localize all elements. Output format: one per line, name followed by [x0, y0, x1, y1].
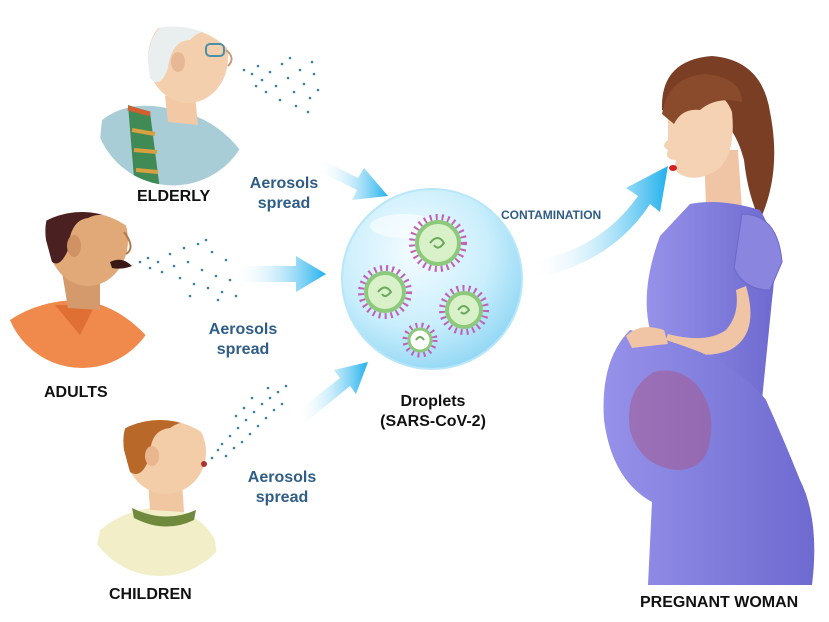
droplet-sphere — [341, 188, 523, 370]
pregnant-woman-label: PREGNANT WOMAN — [640, 594, 799, 611]
adult-aerosol-dots — [138, 238, 238, 302]
sars-cov-2-word: (SARS-CoV-2) — [380, 413, 486, 430]
droplets-word: Droplets — [400, 393, 466, 410]
virus-particle-4 — [402, 322, 438, 358]
aerosols-spread-label-elderly: Aerosols spread — [244, 174, 324, 214]
elderly-aerosol-dots — [242, 56, 320, 114]
arrow-droplets-to-pregnant — [530, 166, 668, 278]
child-aerosol-dots — [210, 384, 288, 460]
contamination-label: CONTAMINATION — [501, 208, 602, 222]
virus-particle-3 — [439, 285, 489, 335]
spread-word: spread — [216, 341, 270, 358]
aerosols-word: Aerosols — [247, 469, 317, 486]
adults-label: ADULTS — [44, 384, 108, 401]
child-figure — [82, 420, 238, 576]
aerosols-word: Aerosols — [249, 175, 319, 192]
aerosols-spread-label-children: Aerosols spread — [242, 468, 322, 508]
elderly-label: ELDERLY — [137, 188, 211, 205]
arrow-elderly-to-droplets — [316, 158, 388, 200]
elderly-frame — [92, 25, 254, 187]
aerosols-spread-label-adults: Aerosols spread — [203, 320, 283, 360]
virus-particle-2 — [358, 265, 412, 319]
aerosols-word: Aerosols — [208, 321, 278, 338]
virus-particle-1 — [409, 214, 467, 272]
droplets-label: Droplets (SARS-CoV-2) — [368, 392, 498, 432]
spread-word: spread — [255, 489, 309, 506]
adult-figure — [4, 212, 160, 368]
spread-word: spread — [257, 195, 311, 212]
children-label: CHILDREN — [109, 586, 192, 603]
arrow-adult-to-droplets — [232, 256, 326, 292]
pregnant-woman-figure — [603, 56, 815, 585]
arrow-child-to-droplets — [296, 362, 368, 422]
